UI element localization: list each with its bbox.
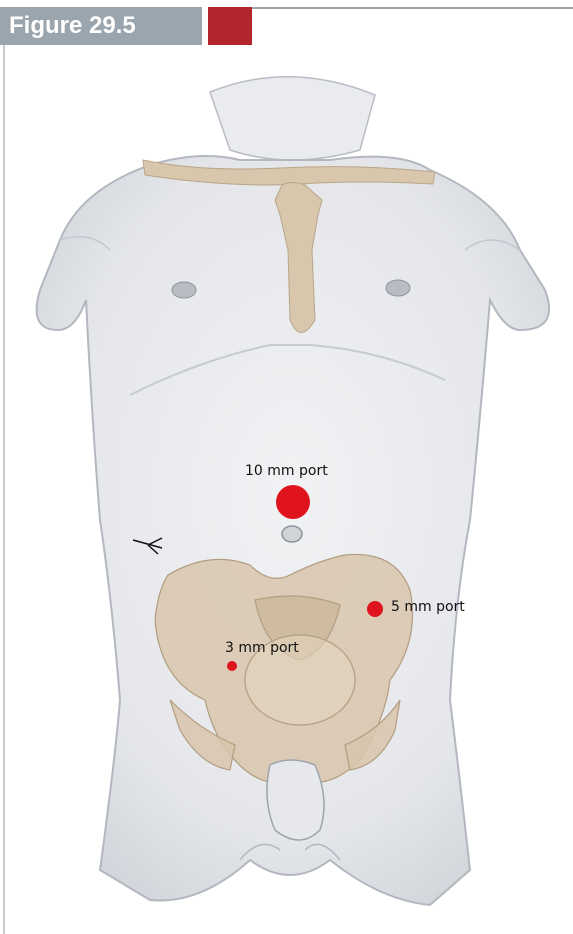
pelvis (155, 554, 413, 783)
genitals (267, 760, 324, 840)
port-5mm-marker (367, 601, 383, 617)
port-3mm-label: 3 mm port (225, 640, 299, 656)
port-10mm-marker (276, 485, 310, 519)
port-3mm-marker (227, 661, 237, 671)
right-nipple (386, 280, 410, 296)
umbilicus (282, 526, 302, 542)
chin (210, 77, 375, 160)
port-10mm-label: 10 mm port (245, 463, 328, 479)
left-nipple (172, 282, 196, 298)
port-5mm-label: 5 mm port (391, 599, 465, 615)
